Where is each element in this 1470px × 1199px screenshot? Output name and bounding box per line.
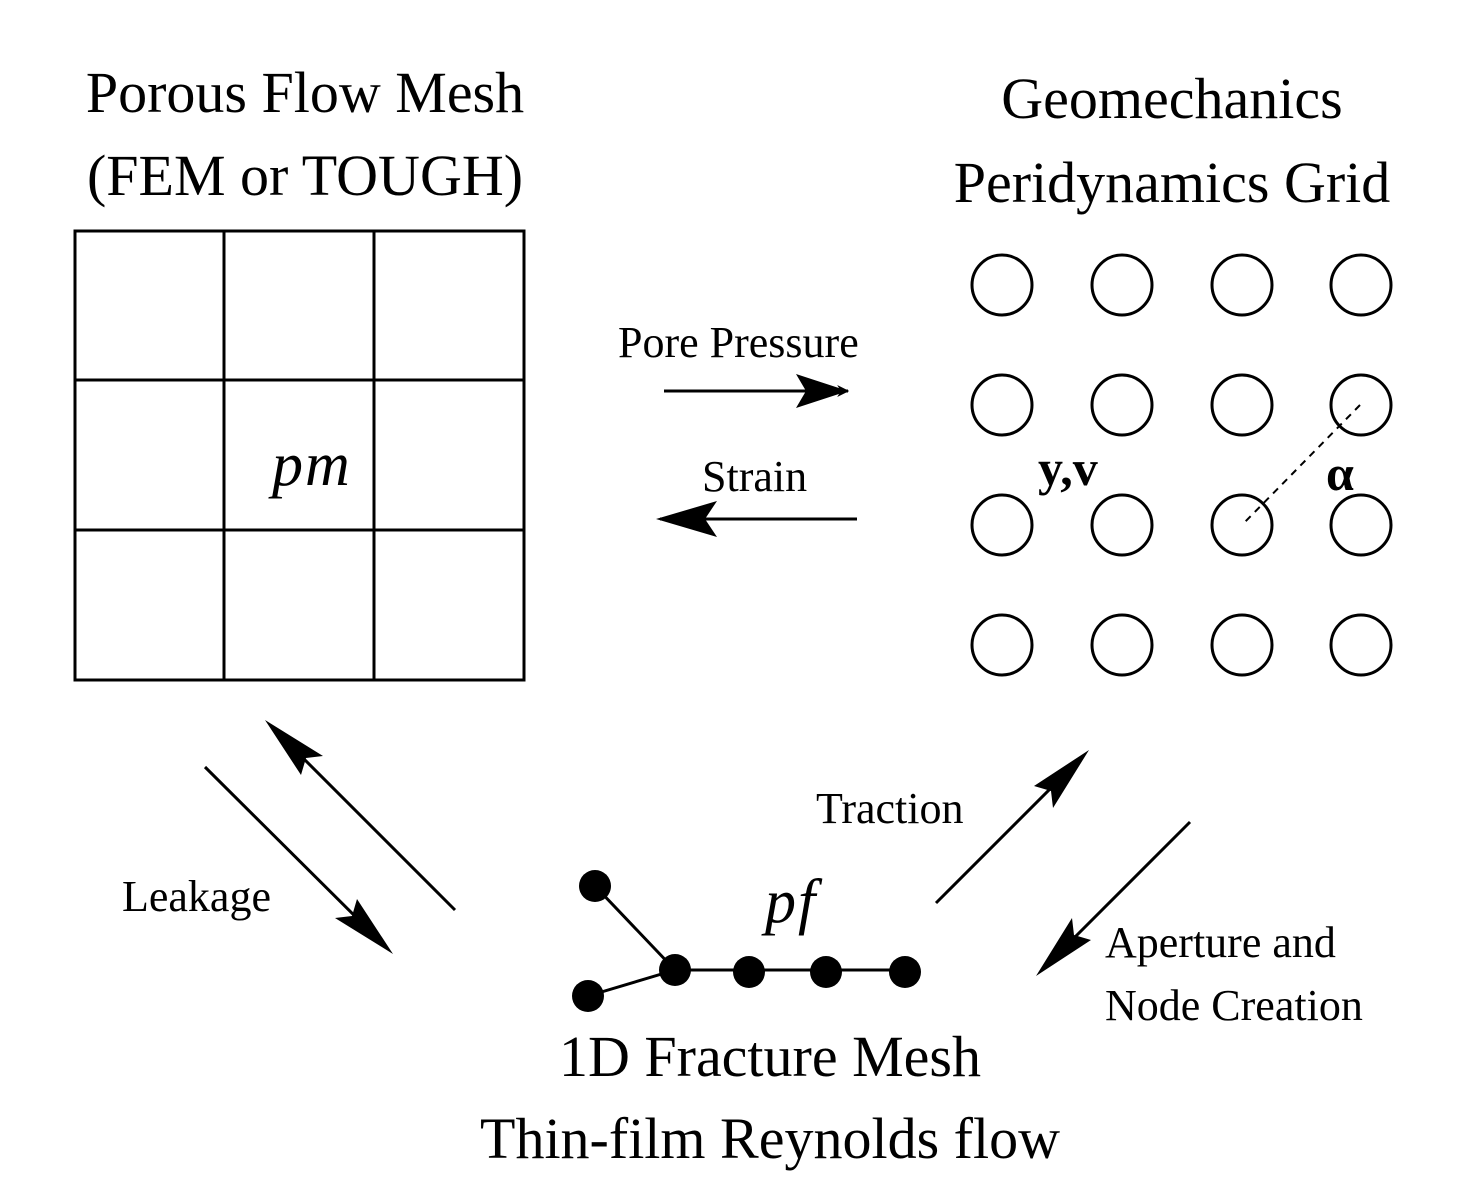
grid-outline [73, 229, 526, 682]
porous-mesh-title-line2: (FEM or TOUGH) [87, 143, 523, 208]
peridynamics-nodes [970, 253, 1393, 677]
strain-label: Strain [702, 452, 807, 501]
porous-flow-grid [73, 229, 526, 682]
peridynamics-node [1329, 613, 1393, 677]
peridynamics-node [1090, 493, 1154, 557]
strain-arrowhead [656, 501, 717, 537]
peridynamic-bond [1241, 404, 1361, 526]
peridynamics-node [1090, 613, 1154, 677]
peridynamics-node [970, 613, 1034, 677]
traction-arrowhead [1034, 750, 1089, 808]
fracture-node [659, 954, 691, 986]
peridynamics-node [1210, 253, 1274, 317]
traction-label: Traction [816, 784, 964, 833]
fracture-node [579, 870, 611, 902]
peridynamics-node [1329, 253, 1393, 317]
fracture-branch-upper [593, 884, 677, 972]
pore-pressure-label: Pore Pressure [618, 318, 859, 367]
leakage-arrowhead-down [335, 899, 393, 954]
fracture-pressure-label: pf [761, 868, 823, 936]
fracture-mesh-title-line1: 1D Fracture Mesh [559, 1024, 981, 1089]
peridynamics-node [970, 253, 1034, 317]
porous-mesh-title-line1: Porous Flow Mesh [86, 60, 524, 125]
aperture-label-line1: Aperture and [1105, 918, 1336, 967]
fracture-node [889, 956, 921, 988]
pore-pressure-arrowhead [796, 374, 848, 408]
peridynamics-node [1210, 493, 1274, 557]
peridynamics-node [970, 493, 1034, 557]
fracture-node [572, 980, 604, 1012]
leakage-arrowhead-up [265, 720, 323, 775]
fracture-mesh-title-line2: Thin-film Reynolds flow [480, 1106, 1060, 1171]
peridynamics-node [1210, 613, 1274, 677]
node-state-label: y,v [1038, 440, 1098, 496]
bond-alpha-label: α [1326, 445, 1354, 501]
peridynamics-node [970, 373, 1034, 437]
peridynamics-node [1090, 373, 1154, 437]
peridynamics-node [1329, 373, 1393, 437]
matrix-pressure-label: pm [268, 431, 350, 499]
fracture-node [810, 956, 842, 988]
geomechanics-title-line1: Geomechanics [1001, 66, 1342, 131]
peridynamics-node [1329, 493, 1393, 557]
geomechanics-title-line2: Peridynamics Grid [954, 150, 1391, 215]
fracture-node [733, 956, 765, 988]
aperture-arrowhead [1036, 918, 1091, 976]
peridynamics-node [1210, 373, 1274, 437]
leakage-label: Leakage [122, 872, 271, 921]
peridynamics-node [1090, 253, 1154, 317]
aperture-label-line2: Node Creation [1105, 981, 1363, 1030]
fracture-nodes [572, 870, 921, 1012]
